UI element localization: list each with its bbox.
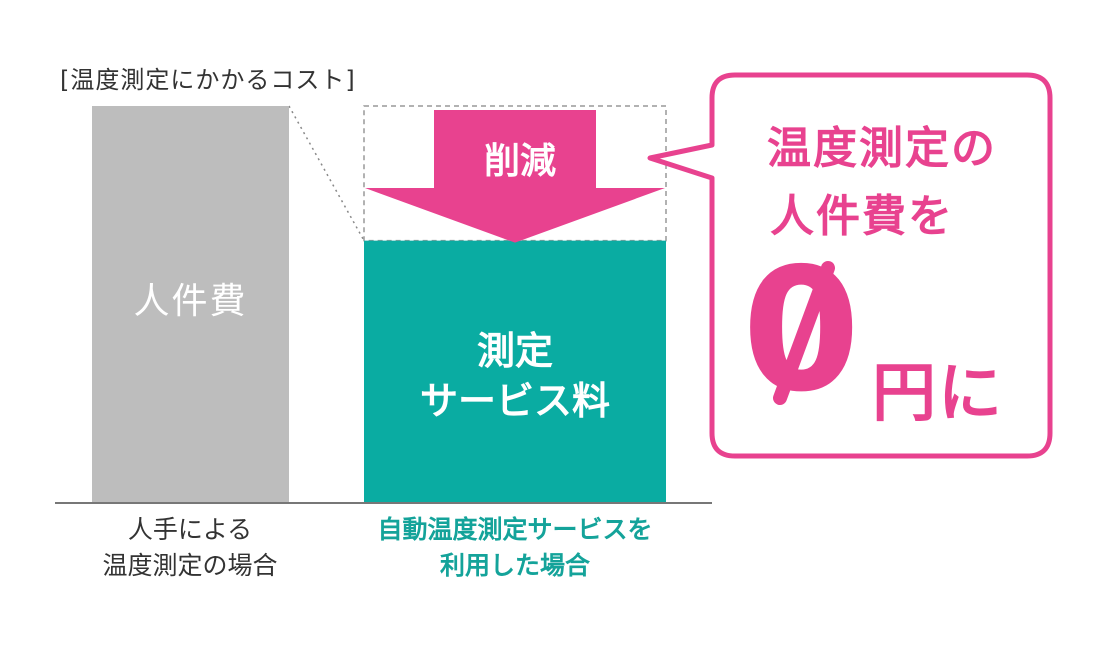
category-label-automatic: 自動温度測定サービスを利用した場合 — [377, 515, 653, 580]
callout-line2: 人件費を — [770, 191, 954, 242]
callout-line1: 温度測定の — [767, 123, 997, 174]
bar-manual-labor-cost — [92, 106, 289, 502]
category-label-manual: 人手による温度測定の場合 — [102, 515, 278, 580]
callout-bubble — [647, 72, 1053, 459]
bar-automatic-service-fee — [364, 240, 666, 502]
reduction-label: 削減 — [483, 141, 556, 182]
bar-label-labor-cost: 人件費 — [133, 281, 248, 322]
callout-zero-value: 0 — [742, 236, 882, 426]
connector-line — [288, 105, 365, 242]
zero-digit: 0 — [742, 232, 861, 430]
reduction-arrow — [365, 110, 665, 243]
callout-suffix: 円に — [872, 357, 1004, 431]
bar-label-service-fee: 測定サービス料 — [419, 329, 610, 423]
chart-title: [温度測定にかかるコスト] — [60, 66, 356, 94]
